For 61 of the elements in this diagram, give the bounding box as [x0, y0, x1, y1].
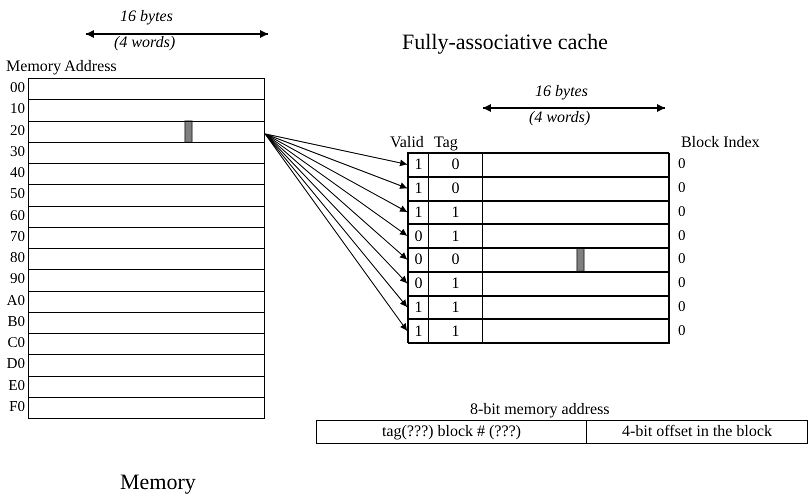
memory-block: [28, 354, 265, 376]
text-label: Valid: [390, 134, 424, 152]
data-block: [482, 319, 670, 344]
memory-block: [28, 248, 265, 270]
address-label: 00: [10, 81, 25, 96]
text-label: (4 words): [529, 109, 590, 127]
arrow: [264, 133, 408, 212]
memory-block: [28, 142, 265, 164]
arrow: [264, 133, 408, 189]
diagram-title: Fully-associative cache: [402, 30, 608, 54]
text-label: 16 bytes: [535, 83, 588, 101]
table-cell: 1: [408, 153, 429, 178]
text-label: 16 bytes: [120, 8, 173, 26]
address-label: E0: [8, 378, 25, 394]
data-block: [482, 153, 670, 178]
diagram-caption: Memory: [120, 470, 196, 494]
address-label: 40: [10, 166, 25, 182]
arrow: [264, 133, 408, 166]
arrow: [264, 133, 408, 236]
block-index: 0: [678, 276, 686, 292]
memory-block: [28, 163, 265, 186]
table-cell: 4-bit offset in the block: [586, 420, 808, 444]
address-label: 30: [10, 144, 25, 160]
memory-block: [28, 290, 265, 313]
text-label: (4 words): [114, 34, 176, 52]
memory-block: [28, 269, 265, 292]
memory-block: [28, 333, 265, 356]
block-index: 0: [678, 181, 686, 196]
address-label: 10: [10, 102, 25, 118]
address-label: B0: [7, 314, 25, 330]
memory-block: [28, 226, 265, 249]
address-label: 20: [10, 124, 25, 139]
address-label: 90: [10, 272, 25, 288]
memory-block: [28, 396, 265, 419]
memory-block: [28, 206, 265, 228]
block-index: 0: [678, 157, 686, 172]
text-label: Block Index: [681, 134, 760, 152]
block-index: 0: [678, 324, 686, 339]
address-label: 50: [10, 187, 25, 202]
memory-block: [28, 184, 265, 206]
block-index: 0: [678, 300, 686, 315]
memory-block: [28, 99, 265, 122]
address-label: 60: [10, 208, 25, 224]
address-label: F0: [9, 400, 25, 415]
text-label: 8-bit memory address: [470, 401, 610, 419]
memory-block: [28, 78, 265, 100]
address-label: A0: [6, 294, 25, 309]
text-label: Memory Address: [6, 58, 117, 76]
memory-block: [28, 120, 265, 143]
block-index: 0: [678, 252, 686, 268]
address-label: 70: [10, 230, 25, 245]
memory-block: [28, 376, 265, 398]
address-label: 80: [10, 251, 25, 266]
address-label: D0: [6, 357, 25, 372]
table-cell: 1: [408, 319, 429, 344]
block-index: 0: [678, 204, 686, 220]
address-label: C0: [7, 336, 25, 352]
memory-block: [28, 312, 265, 334]
table-cell: tag(???) block # (???): [316, 420, 587, 444]
text-label: Tag: [434, 134, 458, 152]
block-index: 0: [678, 228, 686, 244]
